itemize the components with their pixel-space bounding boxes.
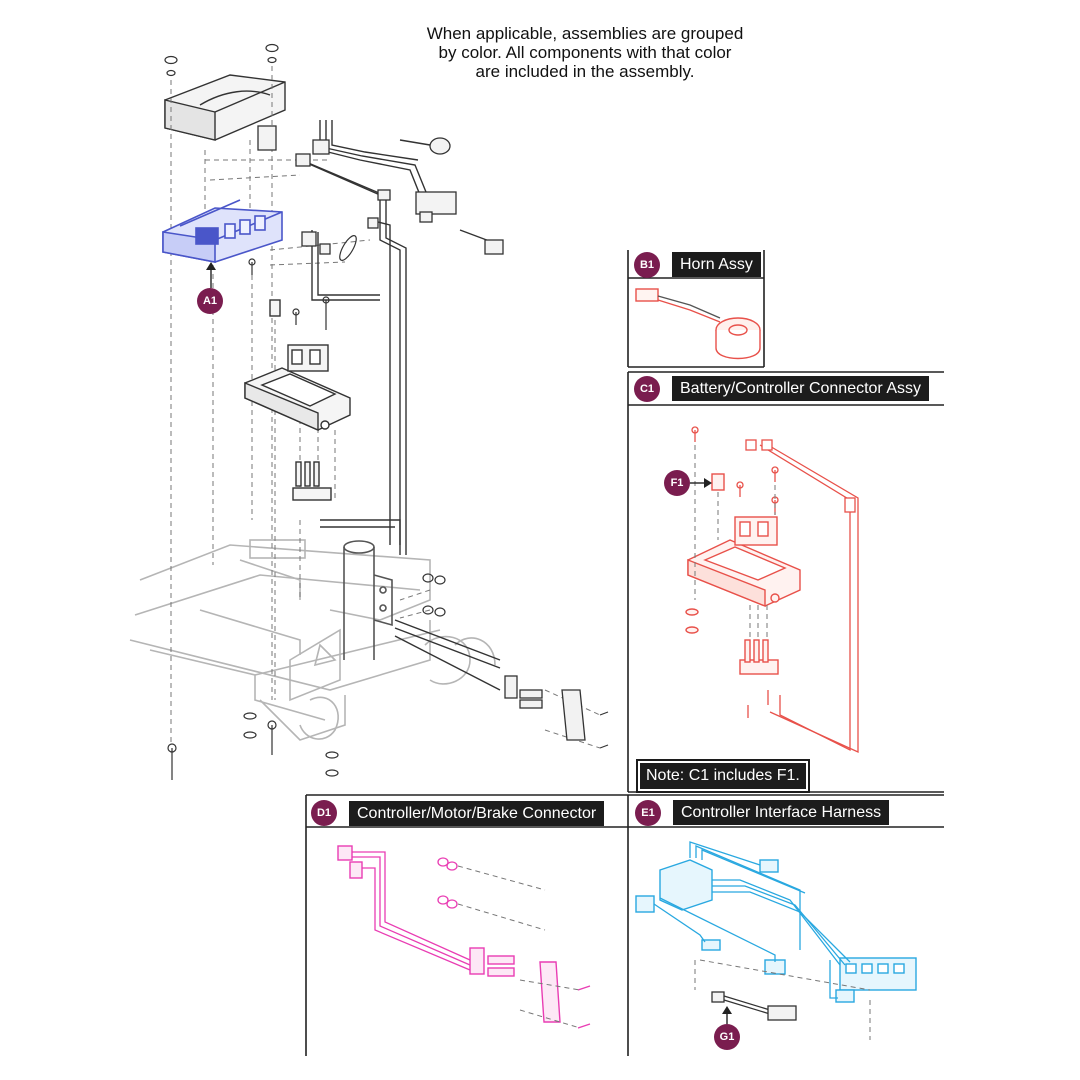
callout-c1[interactable]: C1 <box>634 376 660 402</box>
screws-grey <box>167 258 609 780</box>
controller-a1 <box>162 199 283 263</box>
panel-frames <box>305 250 944 1056</box>
e1-guides <box>694 959 871 1040</box>
note-text: Note: C1 includes F1. <box>640 763 806 789</box>
motor-connector-bracket <box>504 675 586 741</box>
e1-wires <box>653 841 851 999</box>
callout-b1[interactable]: B1 <box>634 252 660 278</box>
frame-base <box>129 539 496 741</box>
steering-tube <box>343 540 393 660</box>
d1-guides <box>457 865 581 1029</box>
motor-brake-connector-title: Controller/Motor/Brake Connector <box>349 801 605 826</box>
motor-brake-connector-d1 <box>337 845 561 1023</box>
top-nuts <box>164 43 279 77</box>
callout-f1[interactable]: F1 <box>664 470 690 496</box>
c1-includes-f1-note: Note: C1 includes F1. <box>636 759 810 793</box>
assembly-color-note: When applicable, assemblies are grouped … <box>380 24 790 81</box>
c1-guides <box>694 445 776 640</box>
sensor-g1 <box>711 991 797 1021</box>
intro-line-2: by color. All components with that color <box>438 43 732 62</box>
connectors-grey <box>257 125 504 255</box>
a1-arrow <box>206 262 216 270</box>
callout-d1[interactable]: D1 <box>311 800 337 826</box>
g1-arrow <box>722 1006 732 1014</box>
battery-controller-connector-c1 <box>685 473 801 675</box>
d1-wires <box>352 851 591 1029</box>
battery-connector-housing <box>244 299 351 501</box>
cable-tie <box>339 235 357 261</box>
callout-g1[interactable]: G1 <box>714 1024 740 1050</box>
controller-cover <box>164 74 286 141</box>
callout-e1[interactable]: E1 <box>635 800 661 826</box>
horn-assembly <box>635 288 761 360</box>
intro-line-1: When applicable, assemblies are grouped <box>426 24 744 43</box>
battery-connector-title: Battery/Controller Connector Assy <box>672 376 929 401</box>
intro-line-3: are included in the assembly. <box>475 62 695 81</box>
assembly-guides <box>170 66 601 749</box>
f1-arrow <box>704 478 712 488</box>
callout-a1[interactable]: A1 <box>197 288 223 314</box>
horn-assy-title: Horn Assy <box>672 252 761 277</box>
interface-harness-title: Controller Interface Harness <box>673 800 890 825</box>
